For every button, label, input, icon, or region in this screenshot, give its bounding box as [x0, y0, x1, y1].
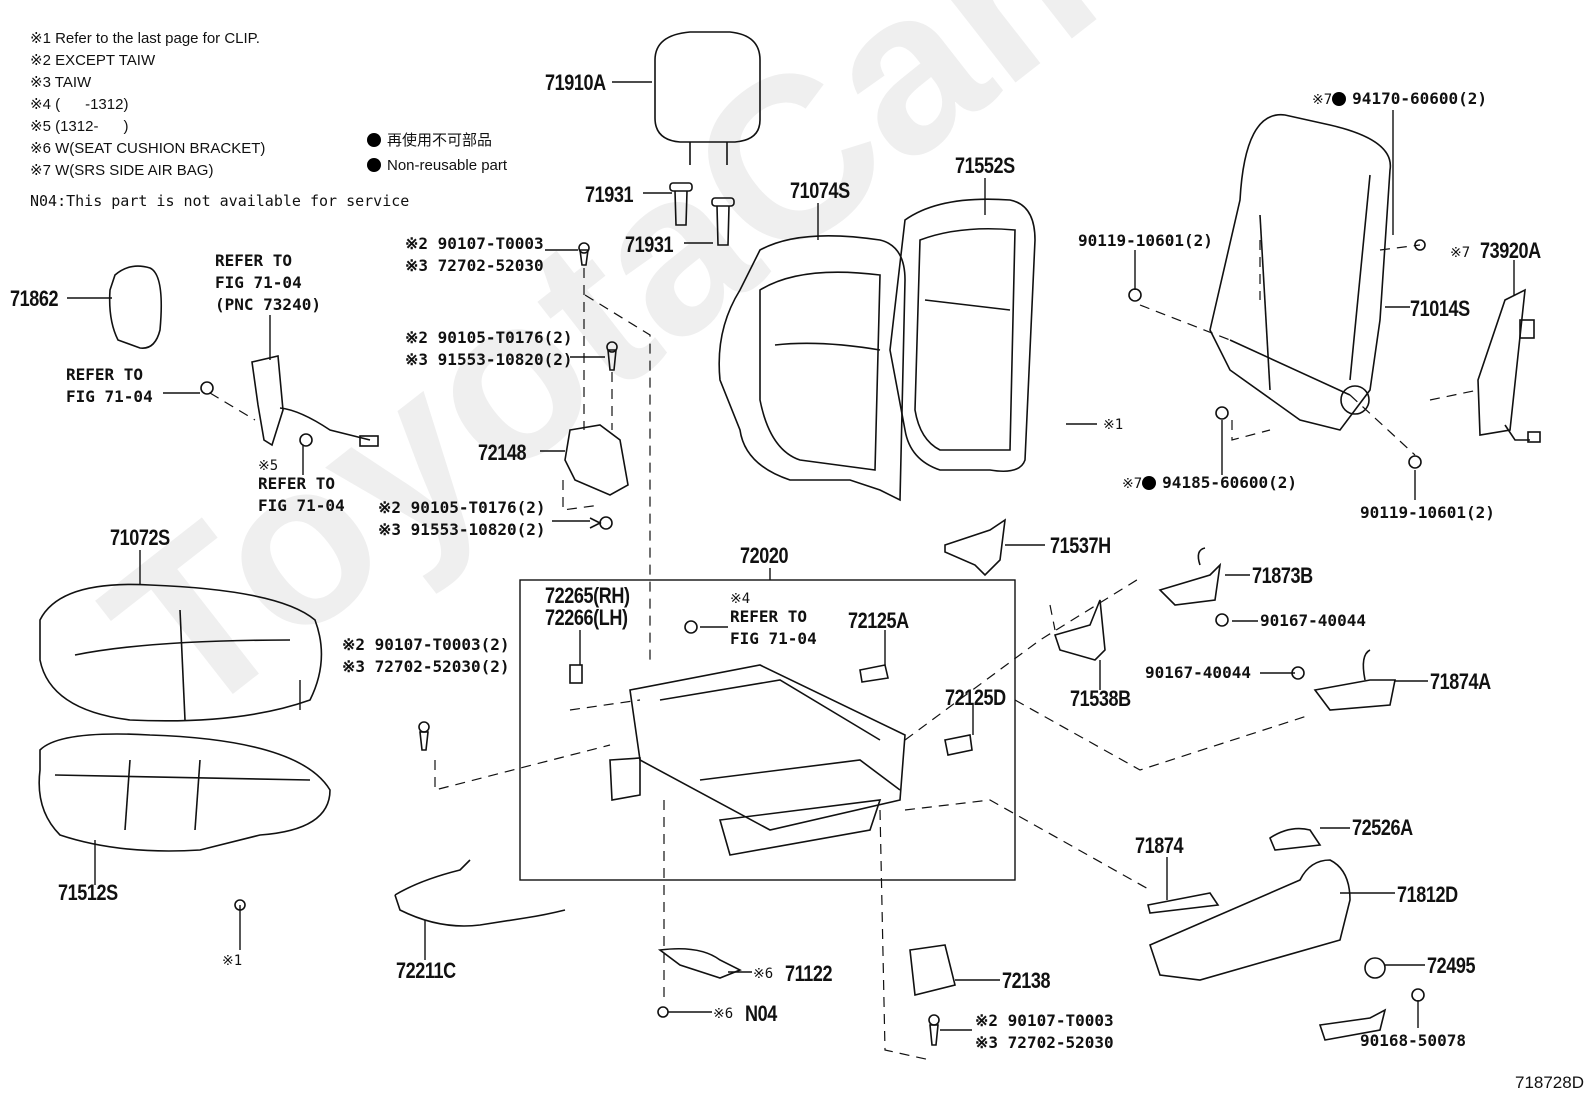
note-3: ※3 TAIW	[30, 74, 92, 91]
headrest-guides-drawing	[669, 182, 735, 246]
part-71552S[interactable]: 71552S	[955, 153, 1015, 178]
mark-5: ※5	[258, 458, 279, 474]
leader-lines	[67, 81, 1515, 1031]
mark-7: ※7	[1122, 476, 1143, 492]
cushion-bolt-label-3[interactable]: ※3 72702-52030(2)	[342, 657, 510, 676]
part-72495[interactable]: 72495	[1427, 953, 1476, 978]
nut-bottom-label[interactable]: ※7 94185-60600(2)	[1122, 472, 1297, 495]
note-4: ※4 ( -1312)	[30, 96, 129, 113]
note-2: ※2 EXCEPT TAIW	[30, 52, 156, 69]
mark-7-73920A: ※7	[1450, 245, 1471, 261]
screw-71873B-label[interactable]: 90167-40044	[1260, 611, 1366, 630]
part-72138[interactable]: 72138	[1002, 968, 1051, 993]
bottom-bolt-label-2[interactable]: ※2 90107-T0003	[975, 1011, 1114, 1030]
part-71072S[interactable]: 71072S	[110, 525, 170, 550]
wire-72211C-drawing	[394, 859, 566, 927]
non-reusable-dot-icon	[367, 133, 381, 147]
part-71122[interactable]: 71122	[785, 961, 833, 986]
mark-6-N04: ※6	[713, 1006, 734, 1022]
low-bolt-label-2[interactable]: ※2 90105-T0176(2)	[378, 498, 546, 517]
note-7: ※7 W(SRS SIDE AIR BAG)	[30, 162, 214, 179]
part-71874A[interactable]: 71874A	[1430, 669, 1491, 694]
screw-71874A-label[interactable]: 90167-40044	[1145, 663, 1251, 682]
part-71512S[interactable]: 71512S	[58, 880, 118, 905]
part-73920A[interactable]: 73920A	[1480, 238, 1541, 263]
part-71873B[interactable]: 71873B	[1252, 563, 1313, 588]
dashed-assembly-lines	[209, 240, 1479, 1061]
seatback-pad-drawing	[889, 198, 1036, 473]
part-71014S[interactable]: 71014S	[1410, 296, 1470, 321]
seatback-frame-drawing	[1209, 114, 1392, 431]
part-71910A[interactable]: 71910A	[545, 70, 606, 95]
mark-6-71122: ※6	[753, 966, 774, 982]
screw-72495-label[interactable]: 90168-50078	[1360, 1031, 1466, 1050]
part-72020[interactable]: 72020	[740, 543, 789, 568]
clip-mark-right: ※1	[1103, 417, 1124, 433]
part-N04[interactable]: N04	[745, 1001, 777, 1026]
note-6: ※6 W(SEAT CUSHION BRACKET)	[30, 140, 266, 157]
side-airbag-drawing	[1477, 288, 1541, 443]
top-bolt-label-2[interactable]: ※2 90107-T0003	[405, 234, 544, 253]
legend-jp: 再使用不可部品	[367, 130, 492, 152]
frame-refer-note[interactable]: REFER TO FIG 71-04	[730, 607, 817, 648]
mark-4: ※4	[730, 591, 751, 607]
legend-en: Non-reusable part	[367, 155, 507, 177]
clip-refer-note[interactable]: REFER TO FIG 71-04	[258, 474, 345, 515]
part-72265-rh[interactable]: 72265(RH)	[545, 583, 630, 608]
legend-en-text: Non-reusable part	[387, 157, 508, 174]
part-71537H[interactable]: 71537H	[1050, 533, 1111, 558]
bracket-72148-drawing	[564, 424, 629, 496]
figure-number: 718728D	[1514, 1073, 1584, 1092]
top-bolt-label-3[interactable]: ※3 72702-52030	[405, 256, 544, 275]
part-71074S[interactable]: 71074S	[790, 178, 850, 203]
seat-cushion-drawing	[38, 583, 331, 852]
mark-7: ※7	[1312, 92, 1333, 108]
non-reusable-dot-icon	[1142, 476, 1157, 490]
part-71874[interactable]: 71874	[1135, 833, 1184, 858]
part-72526A[interactable]: 72526A	[1352, 815, 1413, 840]
part-72211C[interactable]: 72211C	[396, 958, 456, 983]
part-71538B[interactable]: 71538B	[1070, 686, 1131, 711]
legend-jp-text: 再使用不可部品	[387, 132, 493, 149]
part-71812D[interactable]: 71812D	[1397, 882, 1458, 907]
part-72148[interactable]: 72148	[478, 440, 527, 465]
belt-refer-note[interactable]: REFER TO FIG 71-04 (PNC 73240)	[215, 251, 321, 314]
nut-bottom-part: 94185-60600(2)	[1162, 473, 1298, 492]
clip-mark-left: ※1	[222, 953, 243, 969]
seatback-cover-drawing	[718, 234, 906, 502]
part-71931-b[interactable]: 71931	[625, 232, 674, 257]
note-5: ※5 (1312- )	[30, 118, 129, 135]
part-72266-lh[interactable]: 72266(LH)	[545, 605, 628, 630]
bottom-bolt-label-3[interactable]: ※3 72702-52030	[975, 1033, 1114, 1052]
n04-note: N04:This part is not available for servi…	[30, 192, 410, 210]
non-reusable-dot-icon	[367, 158, 381, 172]
part-71862[interactable]: 71862	[10, 286, 59, 311]
seat-adjuster-drawing	[569, 664, 973, 856]
cushion-bolt-label-2[interactable]: ※2 90107-T0003(2)	[342, 635, 510, 654]
note-1: ※1 Refer to the last page for CLIP.	[30, 30, 260, 47]
frame-bolt-left-label[interactable]: 90119-10601(2)	[1078, 231, 1213, 250]
frame-bolt-right-label[interactable]: 90119-10601(2)	[1360, 503, 1495, 522]
belt-buckle-drawing	[200, 355, 379, 447]
mid-bolt-label-2[interactable]: ※2 90105-T0176(2)	[405, 328, 573, 347]
trim-parts-drawing	[657, 518, 1396, 1041]
adjuster-assembly-box	[519, 579, 1016, 881]
non-reusable-dot-icon	[1332, 92, 1347, 106]
mid-bolt-label-3[interactable]: ※3 91553-10820(2)	[405, 350, 573, 369]
nut-top-label[interactable]: ※7 94170-60600(2)	[1312, 88, 1487, 111]
low-bolt-label-3[interactable]: ※3 91553-10820(2)	[378, 520, 546, 539]
headrest-drawing	[654, 31, 761, 165]
nut-refer-note[interactable]: REFER TO FIG 71-04	[66, 365, 153, 406]
part-72125A[interactable]: 72125A	[848, 608, 909, 633]
cover-71862-drawing	[108, 265, 163, 349]
part-72125D[interactable]: 72125D	[945, 685, 1006, 710]
nut-top-part: 94170-60600(2)	[1352, 89, 1488, 108]
part-71931-a[interactable]: 71931	[585, 182, 634, 207]
